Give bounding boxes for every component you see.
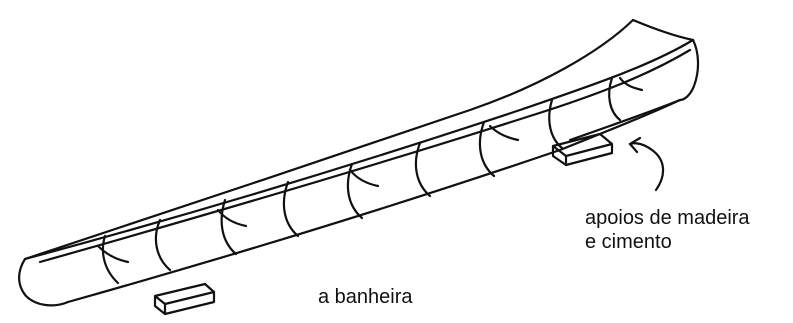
trough-rib	[348, 164, 362, 218]
left-support-block	[155, 284, 214, 314]
trough-right-end-rim	[633, 20, 698, 100]
trough-inner-rib	[350, 170, 378, 186]
trough-left-end-face	[19, 259, 68, 305]
supports-label-line2: e cimento	[585, 230, 750, 254]
supports-label-line1: apoios de madeira	[585, 206, 750, 230]
trough-bottom-outline	[68, 100, 680, 302]
trough-right-end-bottom	[570, 100, 680, 140]
trough-far-rim	[25, 20, 633, 259]
support-pointer-arrowhead	[630, 138, 640, 152]
trough-rib	[416, 143, 430, 196]
supports-label: apoios de madeira e cimento	[585, 206, 750, 254]
trough-label: a banheira	[318, 285, 413, 309]
